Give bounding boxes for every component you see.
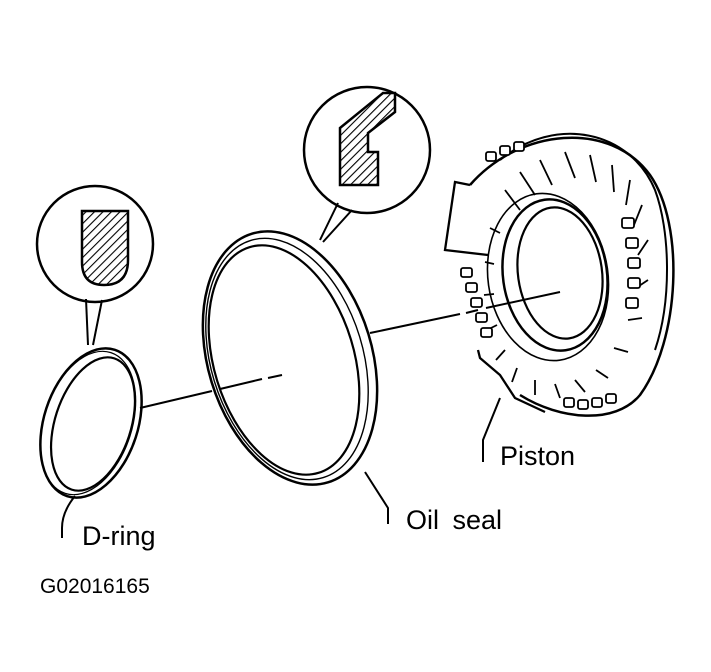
piston-leader	[482, 397, 501, 462]
figure-code: G02016165	[40, 575, 150, 598]
d-ring-section-callout	[35, 184, 155, 346]
oil-seal-section-callout	[302, 85, 432, 243]
piston-label: Piston	[500, 441, 576, 471]
d-ring-label: D-ring	[82, 521, 156, 551]
d-ring-part	[39, 347, 143, 499]
d-ring-leader	[61, 495, 76, 538]
piston-part	[443, 132, 675, 417]
leader-lines	[61, 397, 501, 538]
oil-seal-section-profile	[338, 91, 397, 187]
oil-seal-leader	[364, 471, 389, 524]
d-ring-section-profile	[80, 209, 130, 287]
oil-seal-part	[201, 230, 379, 486]
oil-seal-label: Oil seal	[406, 505, 503, 535]
